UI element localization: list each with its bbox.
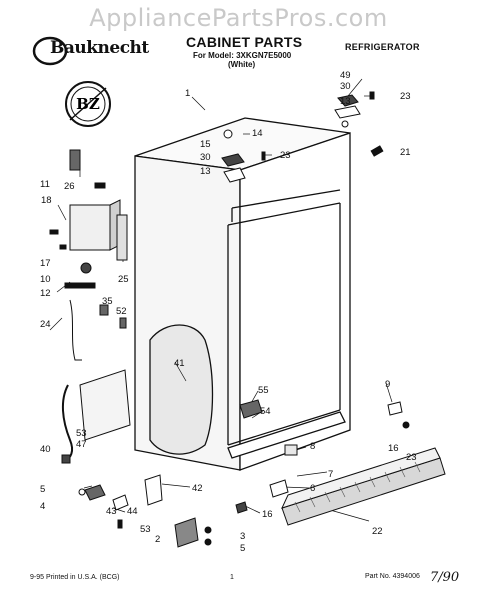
handwritten-note: 7/90 — [430, 570, 460, 585]
callout-9: 9 — [385, 379, 390, 390]
footer-page-number: 1 — [230, 574, 234, 581]
callout-54: 54 — [260, 406, 271, 417]
callout-4: 4 — [40, 501, 45, 512]
callout-23: 23 — [406, 452, 417, 463]
footer-print-info: 9-95 Printed in U.S.A. (BCG) — [30, 574, 120, 581]
callout-16: 16 — [262, 509, 273, 520]
callout-49: 49 — [340, 70, 351, 81]
callout-22: 22 — [372, 526, 383, 537]
callout-42: 42 — [192, 483, 203, 494]
callout-2: 2 — [155, 534, 160, 545]
model-number: For Model: 3XKGN7E5000 — [193, 51, 292, 60]
callout-12: 12 — [40, 288, 51, 299]
left-side-parts — [49, 149, 131, 464]
callout-41: 41 — [174, 358, 185, 369]
top-hinge-group — [221, 91, 384, 183]
callout-13: 13 — [340, 96, 351, 107]
callout-43: 43 — [106, 506, 117, 517]
callout-15: 15 — [200, 139, 211, 150]
callout-53: 53 — [76, 428, 87, 439]
callout-44: 44 — [127, 506, 138, 517]
cabinet-body — [134, 117, 351, 471]
page-title: CABINET PARTS — [186, 34, 303, 50]
bz-stamp: BZ — [65, 81, 111, 127]
callout-17: 17 — [40, 258, 51, 269]
brand-name: Bauknecht — [50, 38, 149, 58]
callout-3: 3 — [240, 531, 245, 542]
footer-part-number: Part No. 4394006 — [365, 573, 420, 580]
callout-6: 6 — [310, 483, 315, 494]
callout-35: 35 — [102, 296, 113, 307]
callout-52: 52 — [116, 306, 127, 317]
callout-11: 11 — [40, 179, 50, 190]
stamp-text: BZ — [76, 95, 100, 113]
callout-16: 16 — [388, 443, 399, 454]
callout-5: 5 — [40, 484, 45, 495]
watermark: AppliancePartsPros.com — [89, 4, 388, 32]
callout-1: 1 — [185, 88, 190, 99]
callout-5: 5 — [240, 543, 245, 554]
callout-24: 24 — [40, 319, 51, 330]
callout-30: 30 — [200, 152, 211, 163]
callout-10: 10 — [40, 274, 51, 285]
callout-8: 8 — [310, 441, 315, 452]
callout-40: 40 — [40, 444, 51, 455]
category-label: REFRIGERATOR — [345, 42, 420, 52]
callout-18: 18 — [41, 195, 52, 206]
callout-55: 55 — [258, 385, 269, 396]
callout-21: 21 — [400, 147, 411, 158]
callout-53: 53 — [140, 524, 151, 535]
callout-25: 25 — [118, 274, 129, 285]
model-color: (White) — [228, 60, 256, 69]
callout-14: 14 — [252, 128, 263, 139]
callout-13: 13 — [200, 166, 211, 177]
callout-26: 26 — [64, 181, 75, 192]
brand-logo-oval — [32, 36, 68, 66]
bottom-parts — [78, 399, 446, 548]
callout-labels: 1 49 30 13 23 15 14 30 23 13 21 11 26 18… — [40, 70, 417, 554]
callout-7: 7 — [328, 469, 333, 480]
callout-30: 30 — [340, 81, 351, 92]
callout-23: 23 — [280, 150, 291, 161]
callout-23: 23 — [400, 91, 411, 102]
callout-47: 47 — [76, 439, 87, 450]
